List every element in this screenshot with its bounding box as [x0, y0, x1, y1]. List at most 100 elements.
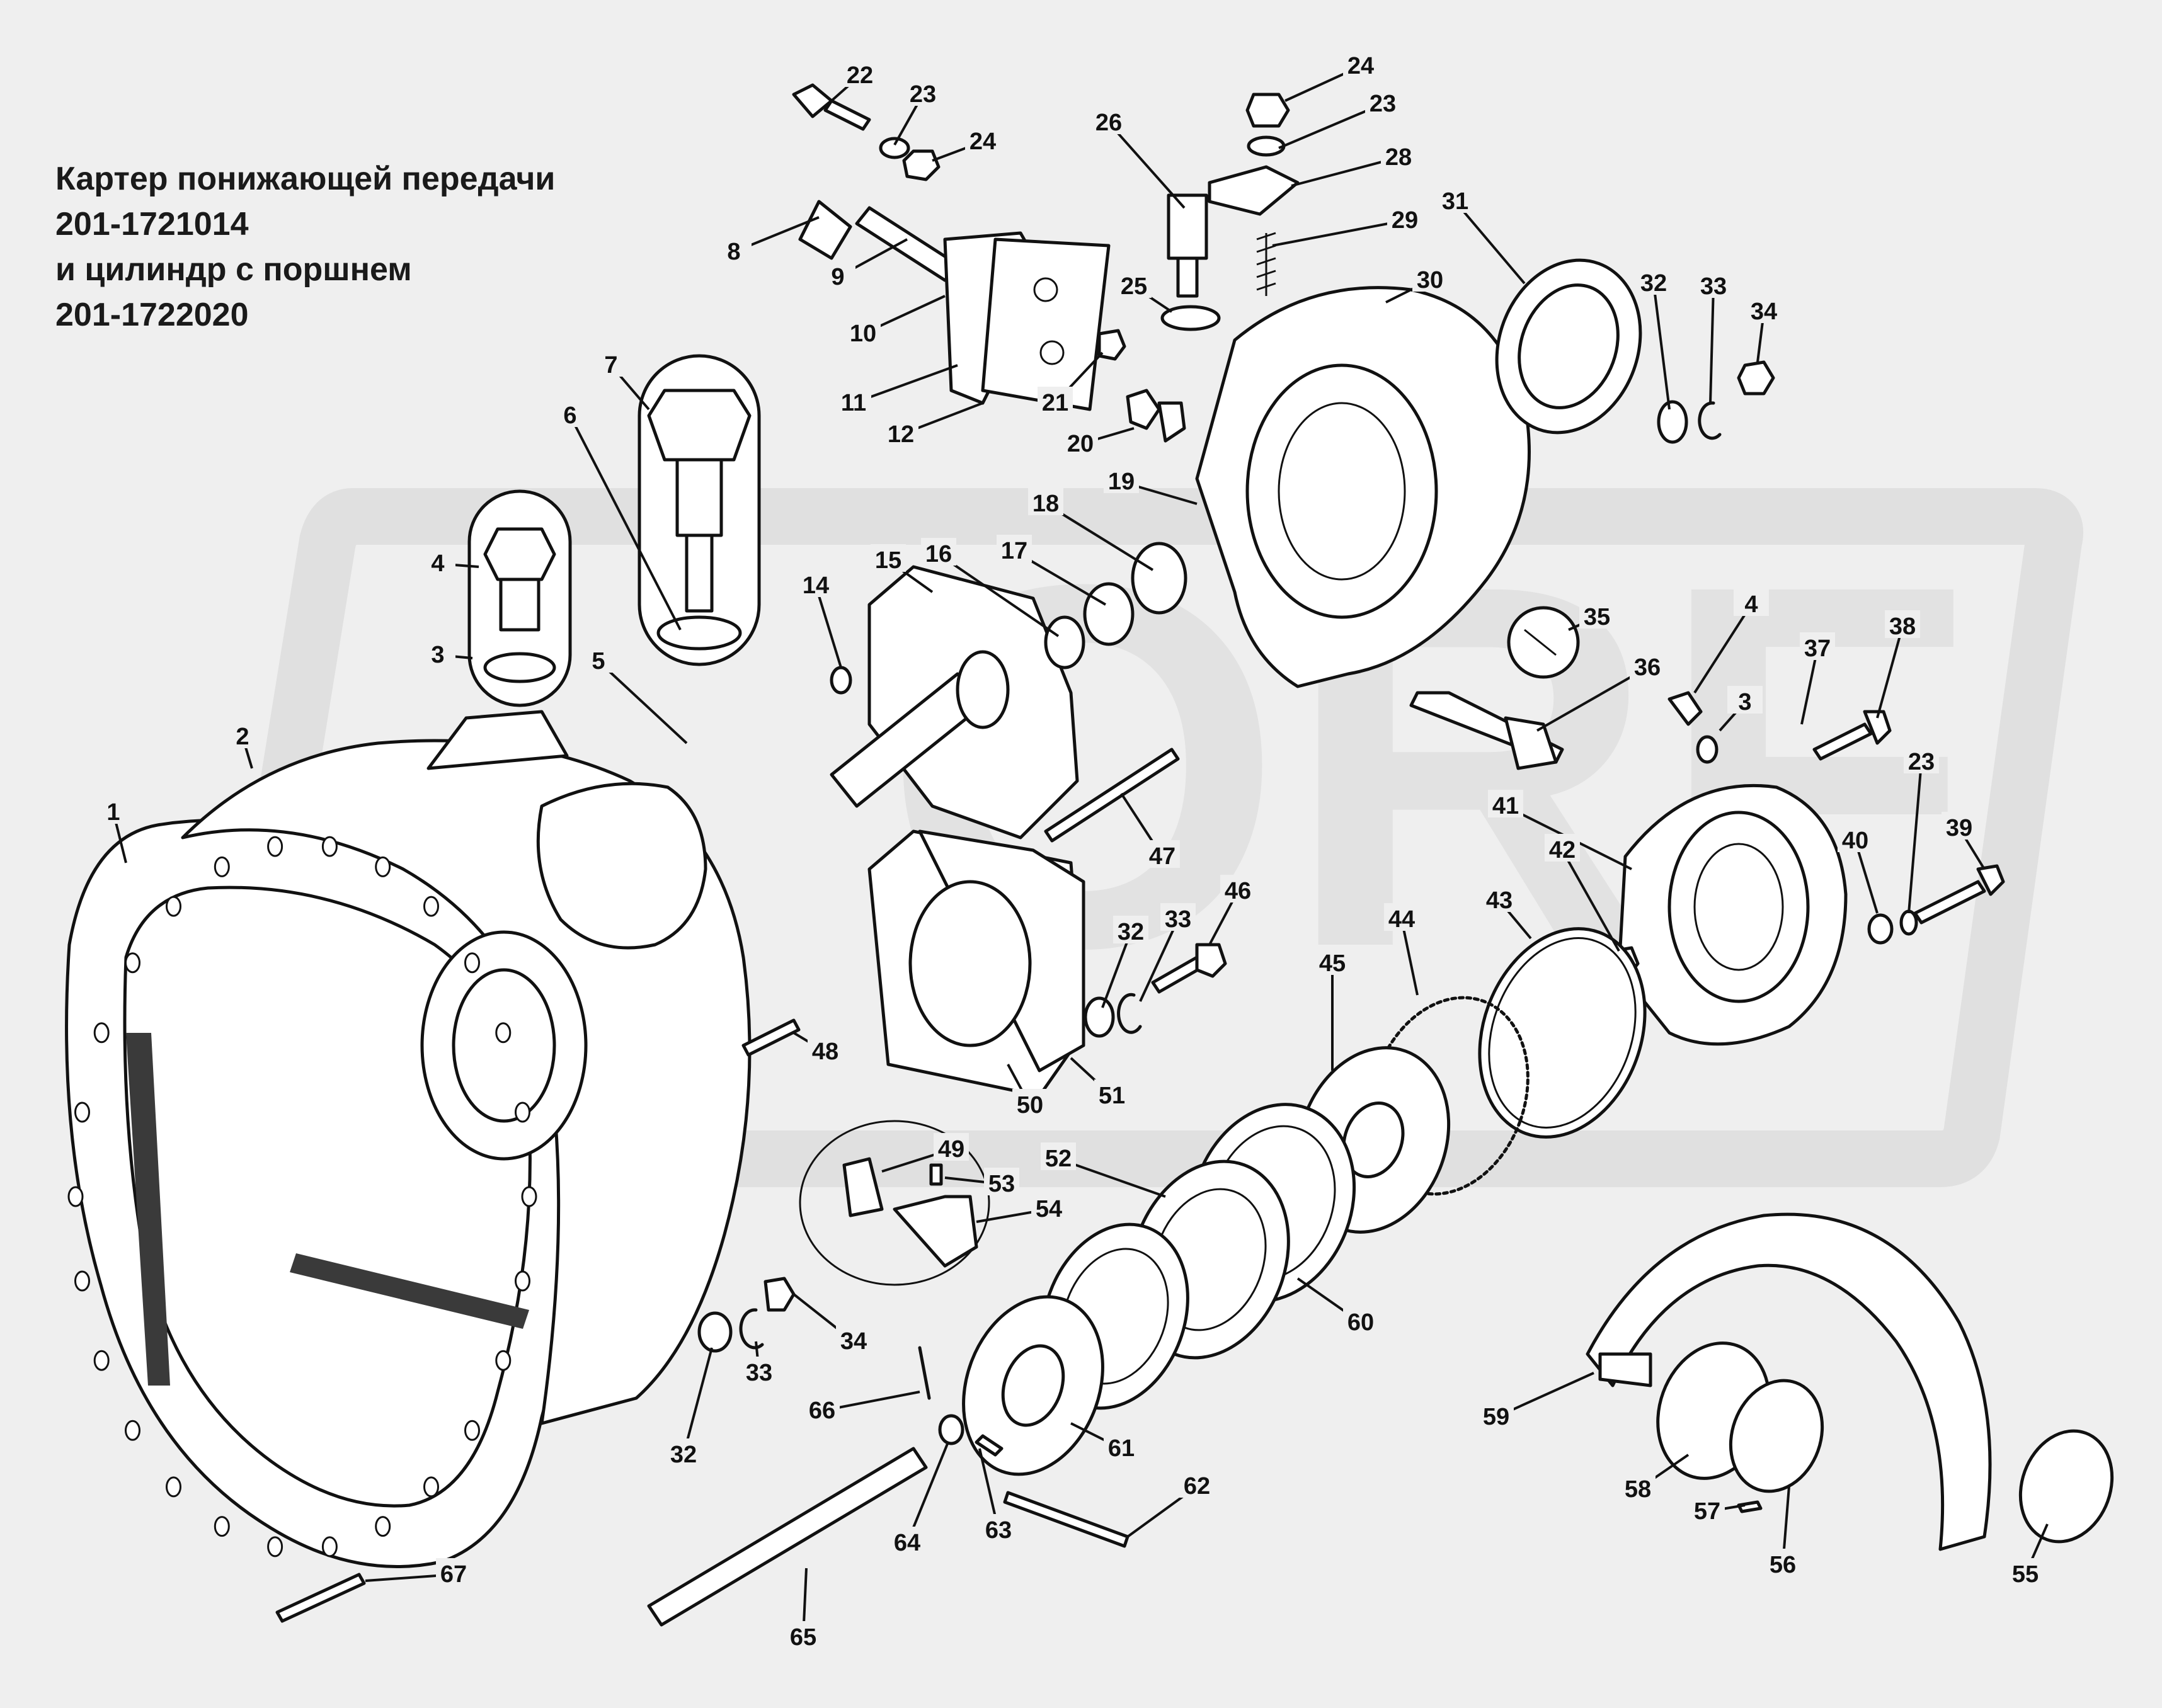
plug-inset-left [467, 489, 572, 707]
leader-line-c42 [1561, 850, 1620, 952]
callout-c61: 61 [1108, 1435, 1135, 1462]
callout-c3a: 3 [431, 642, 444, 668]
callout-c63: 63 [985, 1517, 1012, 1544]
callout-c2: 2 [236, 724, 249, 750]
leader-line-c40 [1854, 840, 1879, 914]
callout-bg-c30 [1412, 264, 1448, 292]
callout-c29: 29 [1392, 207, 1418, 234]
callout-bg-c34b [836, 1325, 871, 1353]
bolt-hole [125, 1420, 140, 1441]
callout-bg-c39 [1942, 812, 1977, 840]
callout-bg-c32c [666, 1438, 701, 1466]
seals-52-60 [1041, 1103, 1356, 1410]
callout-c9: 9 [831, 264, 844, 290]
pins-rods [275, 1346, 1130, 1627]
leader-line-c31 [1454, 200, 1526, 285]
callout-bg-c43 [1482, 884, 1517, 912]
callout-bg-c32a [1636, 267, 1671, 295]
callout-c26: 26 [1095, 110, 1122, 136]
leader-line-c28 [1291, 156, 1399, 187]
callout-bg-c23b [1365, 88, 1400, 115]
callout-bg-c35 [1579, 601, 1615, 629]
callout-bg-c63 [981, 1514, 1016, 1542]
bolt-hole [166, 896, 181, 917]
callout-c17: 17 [1001, 538, 1027, 564]
callout-c14: 14 [803, 572, 829, 599]
callout-c60: 60 [1347, 1309, 1374, 1336]
bolt-hole [423, 896, 439, 917]
leader-line-c5 [597, 660, 688, 744]
bolts-37-38-39-40 [1667, 691, 2005, 945]
callout-c24b: 24 [1347, 53, 1374, 79]
callout-bg-c17 [997, 535, 1032, 562]
washers-32-33-nut-34-bottom [697, 1277, 796, 1353]
bolt-hole [464, 1420, 480, 1441]
bolt-hole [166, 1476, 181, 1498]
housing-30 [1195, 286, 1531, 688]
callout-bg-c21 [1038, 387, 1073, 414]
callout-bg-c23c [1904, 746, 1939, 773]
callout-c47: 47 [1149, 843, 1175, 870]
callout-c38: 38 [1889, 613, 1916, 640]
callout-c32b: 32 [1118, 919, 1144, 945]
callout-c44: 44 [1388, 906, 1415, 933]
housing-bell [126, 710, 752, 1425]
callout-bg-c62 [1179, 1470, 1215, 1498]
callout-bg-c29 [1387, 204, 1422, 232]
callout-c66: 66 [809, 1398, 835, 1424]
callout-bg-c36 [1630, 651, 1665, 679]
bolt-hole [515, 1270, 530, 1292]
callout-bg-c34a [1746, 295, 1782, 323]
callout-bg-c7 [593, 349, 629, 377]
washer-nut-23-24 [879, 137, 941, 181]
leader-line-c18 [1044, 503, 1154, 571]
bracket-28 [1208, 93, 1300, 296]
ring-43 [1478, 927, 1647, 1139]
housing-50-51 [867, 829, 1085, 1098]
bolt-hole [515, 1102, 530, 1123]
lock-bolt-49-54 [799, 1120, 990, 1286]
callout-bg-c9 [820, 261, 855, 288]
bolt-hole [423, 1476, 439, 1498]
leader-line-c33a [1709, 286, 1715, 404]
leader-line-c16 [937, 553, 1060, 637]
callout-bg-c53 [984, 1168, 1019, 1195]
callout-bg-c41 [1488, 790, 1523, 817]
callout-c33a: 33 [1700, 273, 1727, 300]
callout-bg-c18 [1028, 487, 1063, 515]
bolt-hole [74, 1270, 90, 1292]
callout-c16: 16 [925, 541, 952, 567]
leader-line-c14 [815, 585, 842, 668]
callout-bg-c33c [741, 1357, 777, 1384]
bolt-hole [214, 856, 230, 877]
leader-line-c52 [1058, 1158, 1166, 1198]
callout-bg-c28 [1381, 141, 1416, 169]
callout-bg-c38 [1885, 610, 1920, 638]
callout-bg-c3a [420, 639, 455, 666]
callout-bg-c2 [225, 720, 260, 748]
callout-bg-c65 [786, 1621, 821, 1649]
leader-line-c26 [1107, 122, 1186, 209]
callout-c10: 10 [850, 321, 876, 347]
callout-c48: 48 [812, 1039, 838, 1065]
callout-bg-c5 [581, 645, 616, 673]
callout-c37: 37 [1804, 635, 1831, 662]
callout-c42: 42 [1549, 837, 1576, 863]
callout-c20: 20 [1067, 431, 1094, 457]
callout-c22: 22 [847, 62, 873, 89]
callout-bg-c37 [1800, 632, 1835, 660]
cover-61 [962, 1295, 1104, 1476]
callout-c46: 46 [1225, 878, 1251, 904]
bolt-hole [495, 1022, 512, 1044]
callout-bg-c52 [1041, 1142, 1076, 1170]
callout-bg-c20 [1063, 428, 1098, 455]
bolt-hole [495, 1350, 512, 1371]
sensor-26 [1160, 193, 1221, 331]
stud-47 [1044, 748, 1180, 843]
callout-c4b: 4 [1744, 591, 1758, 618]
callout-c7: 7 [604, 352, 617, 379]
leader-line-c32a [1652, 283, 1671, 410]
callout-c19: 19 [1108, 469, 1135, 495]
